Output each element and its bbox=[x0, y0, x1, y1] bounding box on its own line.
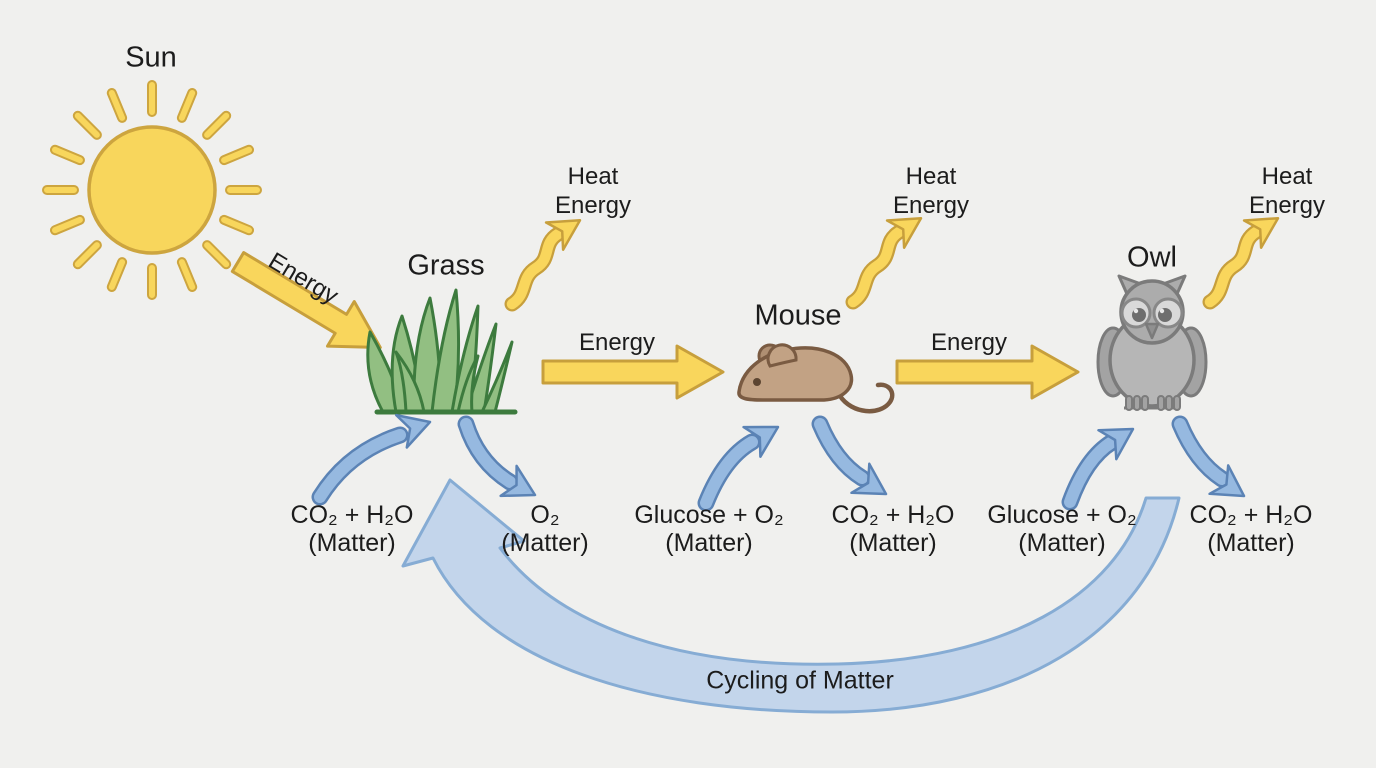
wave bbox=[1204, 226, 1262, 308]
mouse-tail bbox=[837, 382, 895, 414]
heat-line2: Energy bbox=[1248, 192, 1326, 219]
arrow-shape bbox=[895, 344, 1080, 400]
heat-line2: Energy bbox=[892, 192, 970, 219]
shaft bbox=[1064, 436, 1118, 508]
owl-glint-right bbox=[1159, 308, 1165, 314]
owl-label: Owl bbox=[1127, 241, 1177, 274]
matter-formula: O₂ bbox=[530, 501, 560, 529]
matter-note: (Matter) bbox=[665, 529, 753, 557]
energy-label-grass-to-mouse: Energy bbox=[578, 329, 656, 356]
matter-arrow-into-owl bbox=[1061, 427, 1135, 511]
shaft bbox=[814, 418, 868, 484]
sun-label: Sun bbox=[125, 41, 177, 74]
owl-beak bbox=[1144, 322, 1160, 340]
cycling-of-matter-arrow bbox=[401, 478, 1181, 714]
mouse-label: Mouse bbox=[754, 299, 842, 332]
matter-arrow-out-of-owl bbox=[1171, 415, 1246, 498]
matter-label-co2-h2o-owl: CO₂ + H₂O (Matter) bbox=[1190, 501, 1313, 557]
cycling-of-matter-label: Cycling of Matter bbox=[706, 666, 894, 695]
grass-label: Grass bbox=[407, 249, 485, 282]
grass-icon bbox=[366, 288, 518, 415]
heat-line1: Heat bbox=[1261, 163, 1313, 190]
arrow-shape bbox=[230, 251, 382, 349]
heat-line2: Energy bbox=[554, 192, 632, 219]
mouse-icon bbox=[737, 343, 895, 414]
energy-arrow-mouse-to-owl bbox=[895, 344, 1080, 400]
matter-label-co2-h2o-mouse: CO₂ + H₂O (Matter) bbox=[832, 501, 955, 557]
matter-label-glucose-o2-owl: Glucose + O₂ (Matter) bbox=[987, 501, 1136, 557]
wave bbox=[847, 226, 905, 308]
matter-label-co2-h2o-grass: CO₂ + H₂O (Matter) bbox=[291, 501, 414, 557]
energy-arrow-sun-to-grass bbox=[230, 251, 382, 349]
matter-note: (Matter) bbox=[501, 529, 589, 557]
matter-note: (Matter) bbox=[1018, 529, 1106, 557]
matter-formula: CO₂ + H₂O bbox=[1189, 501, 1313, 529]
owl-glint-left bbox=[1133, 308, 1139, 314]
sun-icon bbox=[42, 80, 262, 300]
heat-arrow-grass bbox=[504, 218, 582, 312]
matter-label-o2-grass: O₂ (Matter) bbox=[501, 501, 589, 557]
heat-energy-label-grass: Heat Energy bbox=[555, 162, 631, 220]
grass-blade bbox=[394, 350, 426, 414]
shaft bbox=[460, 418, 516, 488]
head bbox=[394, 413, 432, 449]
mouse-ear bbox=[766, 343, 798, 368]
heat-line1: Heat bbox=[567, 163, 619, 190]
owl-feet bbox=[1125, 395, 1181, 411]
matter-formula: Glucose + O₂ bbox=[634, 501, 784, 529]
matter-formula: CO₂ + H₂O bbox=[290, 501, 414, 529]
grass-blade bbox=[480, 340, 514, 414]
head bbox=[499, 464, 537, 498]
matter-formula: CO₂ + H₂O bbox=[831, 501, 955, 529]
heat-energy-label-owl: Heat Energy bbox=[1249, 162, 1325, 220]
matter-arrow-into-grass bbox=[311, 413, 432, 506]
heat-line1: Heat bbox=[905, 163, 957, 190]
grass-blade bbox=[456, 354, 480, 414]
matter-arrow-out-of-grass bbox=[457, 415, 537, 498]
arrow-shape bbox=[541, 344, 725, 400]
sun-rays bbox=[44, 82, 260, 298]
energy-arrow-grass-to-mouse bbox=[541, 344, 725, 400]
shaft bbox=[700, 436, 758, 509]
sun-disc bbox=[87, 125, 217, 255]
owl-icon bbox=[1096, 274, 1208, 411]
heat-energy-label-mouse: Heat Energy bbox=[893, 162, 969, 220]
head bbox=[850, 462, 888, 496]
heat-arrow-owl bbox=[1202, 216, 1280, 310]
matter-arrow-into-mouse bbox=[697, 425, 780, 512]
head bbox=[1208, 464, 1246, 498]
head bbox=[742, 425, 780, 458]
wave-head bbox=[1242, 216, 1280, 249]
shaft bbox=[1174, 418, 1228, 485]
matter-formula: Glucose + O₂ bbox=[987, 501, 1137, 529]
matter-label-glucose-o2-mouse: Glucose + O₂ (Matter) bbox=[634, 501, 783, 557]
cycling-band bbox=[401, 478, 1181, 714]
wave-head bbox=[544, 218, 582, 251]
matter-note: (Matter) bbox=[308, 529, 396, 557]
heat-arrow-mouse bbox=[845, 216, 923, 310]
wave-head bbox=[885, 216, 923, 249]
energy-label-mouse-to-owl: Energy bbox=[930, 329, 1008, 356]
wave bbox=[506, 228, 564, 310]
matter-note: (Matter) bbox=[1207, 529, 1295, 557]
mouse-eye bbox=[753, 378, 761, 386]
head bbox=[1097, 427, 1135, 461]
shaft bbox=[314, 429, 406, 503]
matter-arrow-out-of-mouse bbox=[811, 415, 888, 496]
matter-note: (Matter) bbox=[849, 529, 937, 557]
